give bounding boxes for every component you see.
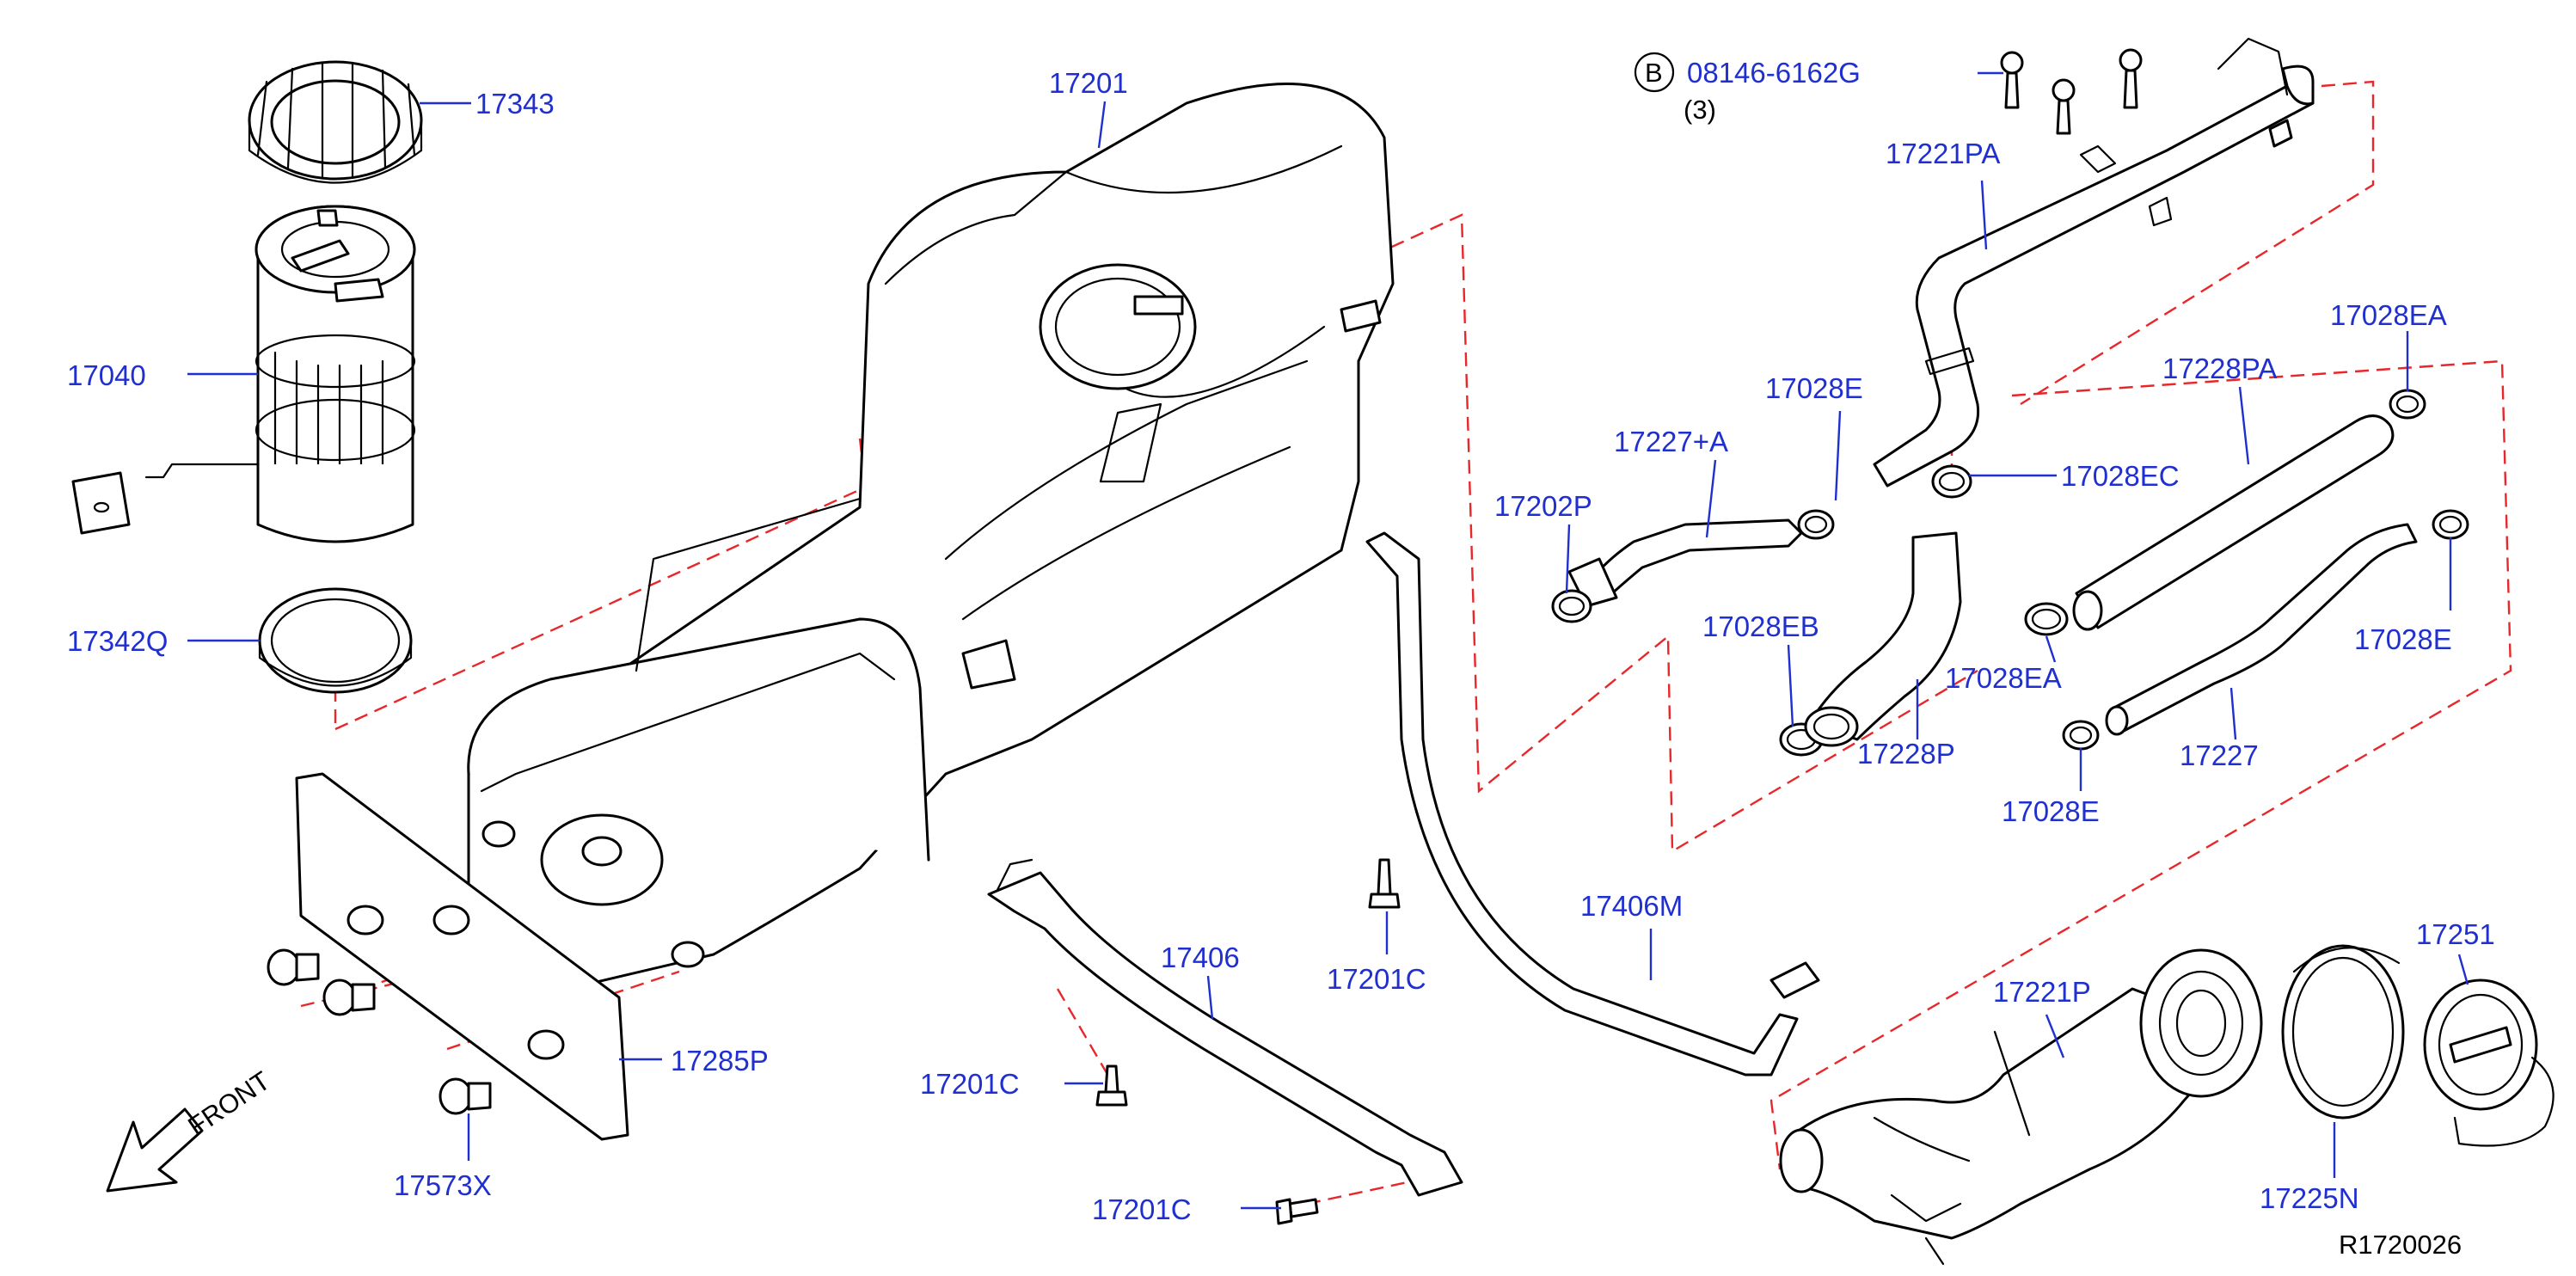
label-17201c-b: 17201C [920,1068,1020,1100]
clamp-17028ea-b [2024,602,2069,636]
label-17221pa: 17221PA [1886,138,2000,169]
fuel-tank-17201[interactable] [467,83,1395,991]
label-17201c-a: 17201C [1327,963,1426,995]
label-17406m: 17406M [1580,890,1683,922]
label-17285p: 17285P [671,1045,769,1077]
label-17201c-c: 17201C [1092,1193,1192,1225]
label-17251: 17251 [2416,918,2495,950]
front-direction-arrow-icon [106,1107,204,1193]
bolt-callout-badge [1634,52,1675,93]
fuel-pump-module-17040[interactable] [71,205,416,543]
label-17227: 17227 [2180,739,2259,771]
label-17028ea-a: 17028EA [2330,299,2447,331]
clamp-17028e-a [1797,509,1835,540]
hose-17227[interactable] [2105,523,2418,736]
label-17227a: 17227+A [1614,426,1728,457]
clamp-17028ec [1931,464,1972,499]
leader-lines [187,71,2469,1210]
gasket-ring-17342q[interactable] [258,587,413,694]
bolt-callout-badge-letter: B [1645,58,1663,88]
label-17228p: 17228P [1857,738,1955,770]
clips-17573x[interactable] [267,948,492,1115]
label-17202p: 17202P [1494,490,1592,522]
hose-17228p[interactable] [1804,531,1962,747]
front-label: FRONT [182,1065,275,1142]
clamp-17028ea-a [2389,389,2426,420]
heat-shield-17285p[interactable] [295,772,629,1141]
label-17028e-a: 17028E [1765,372,1863,404]
tank-strap-17406[interactable] [987,858,1463,1197]
bolt-callout-quantity: (3) [1684,95,1716,125]
hose-17227a[interactable] [1567,518,1803,608]
bolt-callout-part-number: 08146-6162G [1687,57,1861,89]
label-17028e-b: 17028E [2354,623,2452,655]
label-17040: 17040 [67,359,146,391]
filler-pipe-17221pa[interactable] [1873,37,2315,488]
label-17343: 17343 [475,88,555,120]
filler-seal-17225n[interactable] [2281,944,2405,1120]
label-17028e-c: 17028E [2002,795,2100,827]
label-17342q: 17342Q [67,625,168,657]
bolts-17201c[interactable] [1095,858,1401,1225]
label-17201: 17201 [1049,67,1128,99]
label-17221p: 17221P [1993,976,2091,1008]
clamp-17028e-c [2062,720,2100,751]
label-17573x: 17573X [394,1169,492,1201]
bolts-08146-6162g[interactable] [2000,48,2143,135]
filler-neck-17221p[interactable] [1779,948,2263,1266]
fuel-cap-17251[interactable] [2423,978,2555,1147]
clamp-17028e-b [2432,509,2469,540]
hose-clamps[interactable] [1551,389,2469,757]
reference-code: R1720026 [2339,1230,2462,1260]
hose-17228pa[interactable] [2072,414,2395,631]
lock-ring-17343[interactable] [248,60,423,184]
label-17228pa: 17228PA [2162,353,2277,384]
clamp-17202p [1551,589,1592,623]
label-17406: 17406 [1161,942,1240,973]
label-17028ea-b: 17028EA [1945,662,2062,694]
label-17225n: 17225N [2260,1182,2359,1214]
label-17028eb: 17028EB [1702,610,1819,642]
label-17028ec: 17028EC [2061,460,2180,492]
tank-strap-17406m[interactable] [1365,531,1820,1077]
